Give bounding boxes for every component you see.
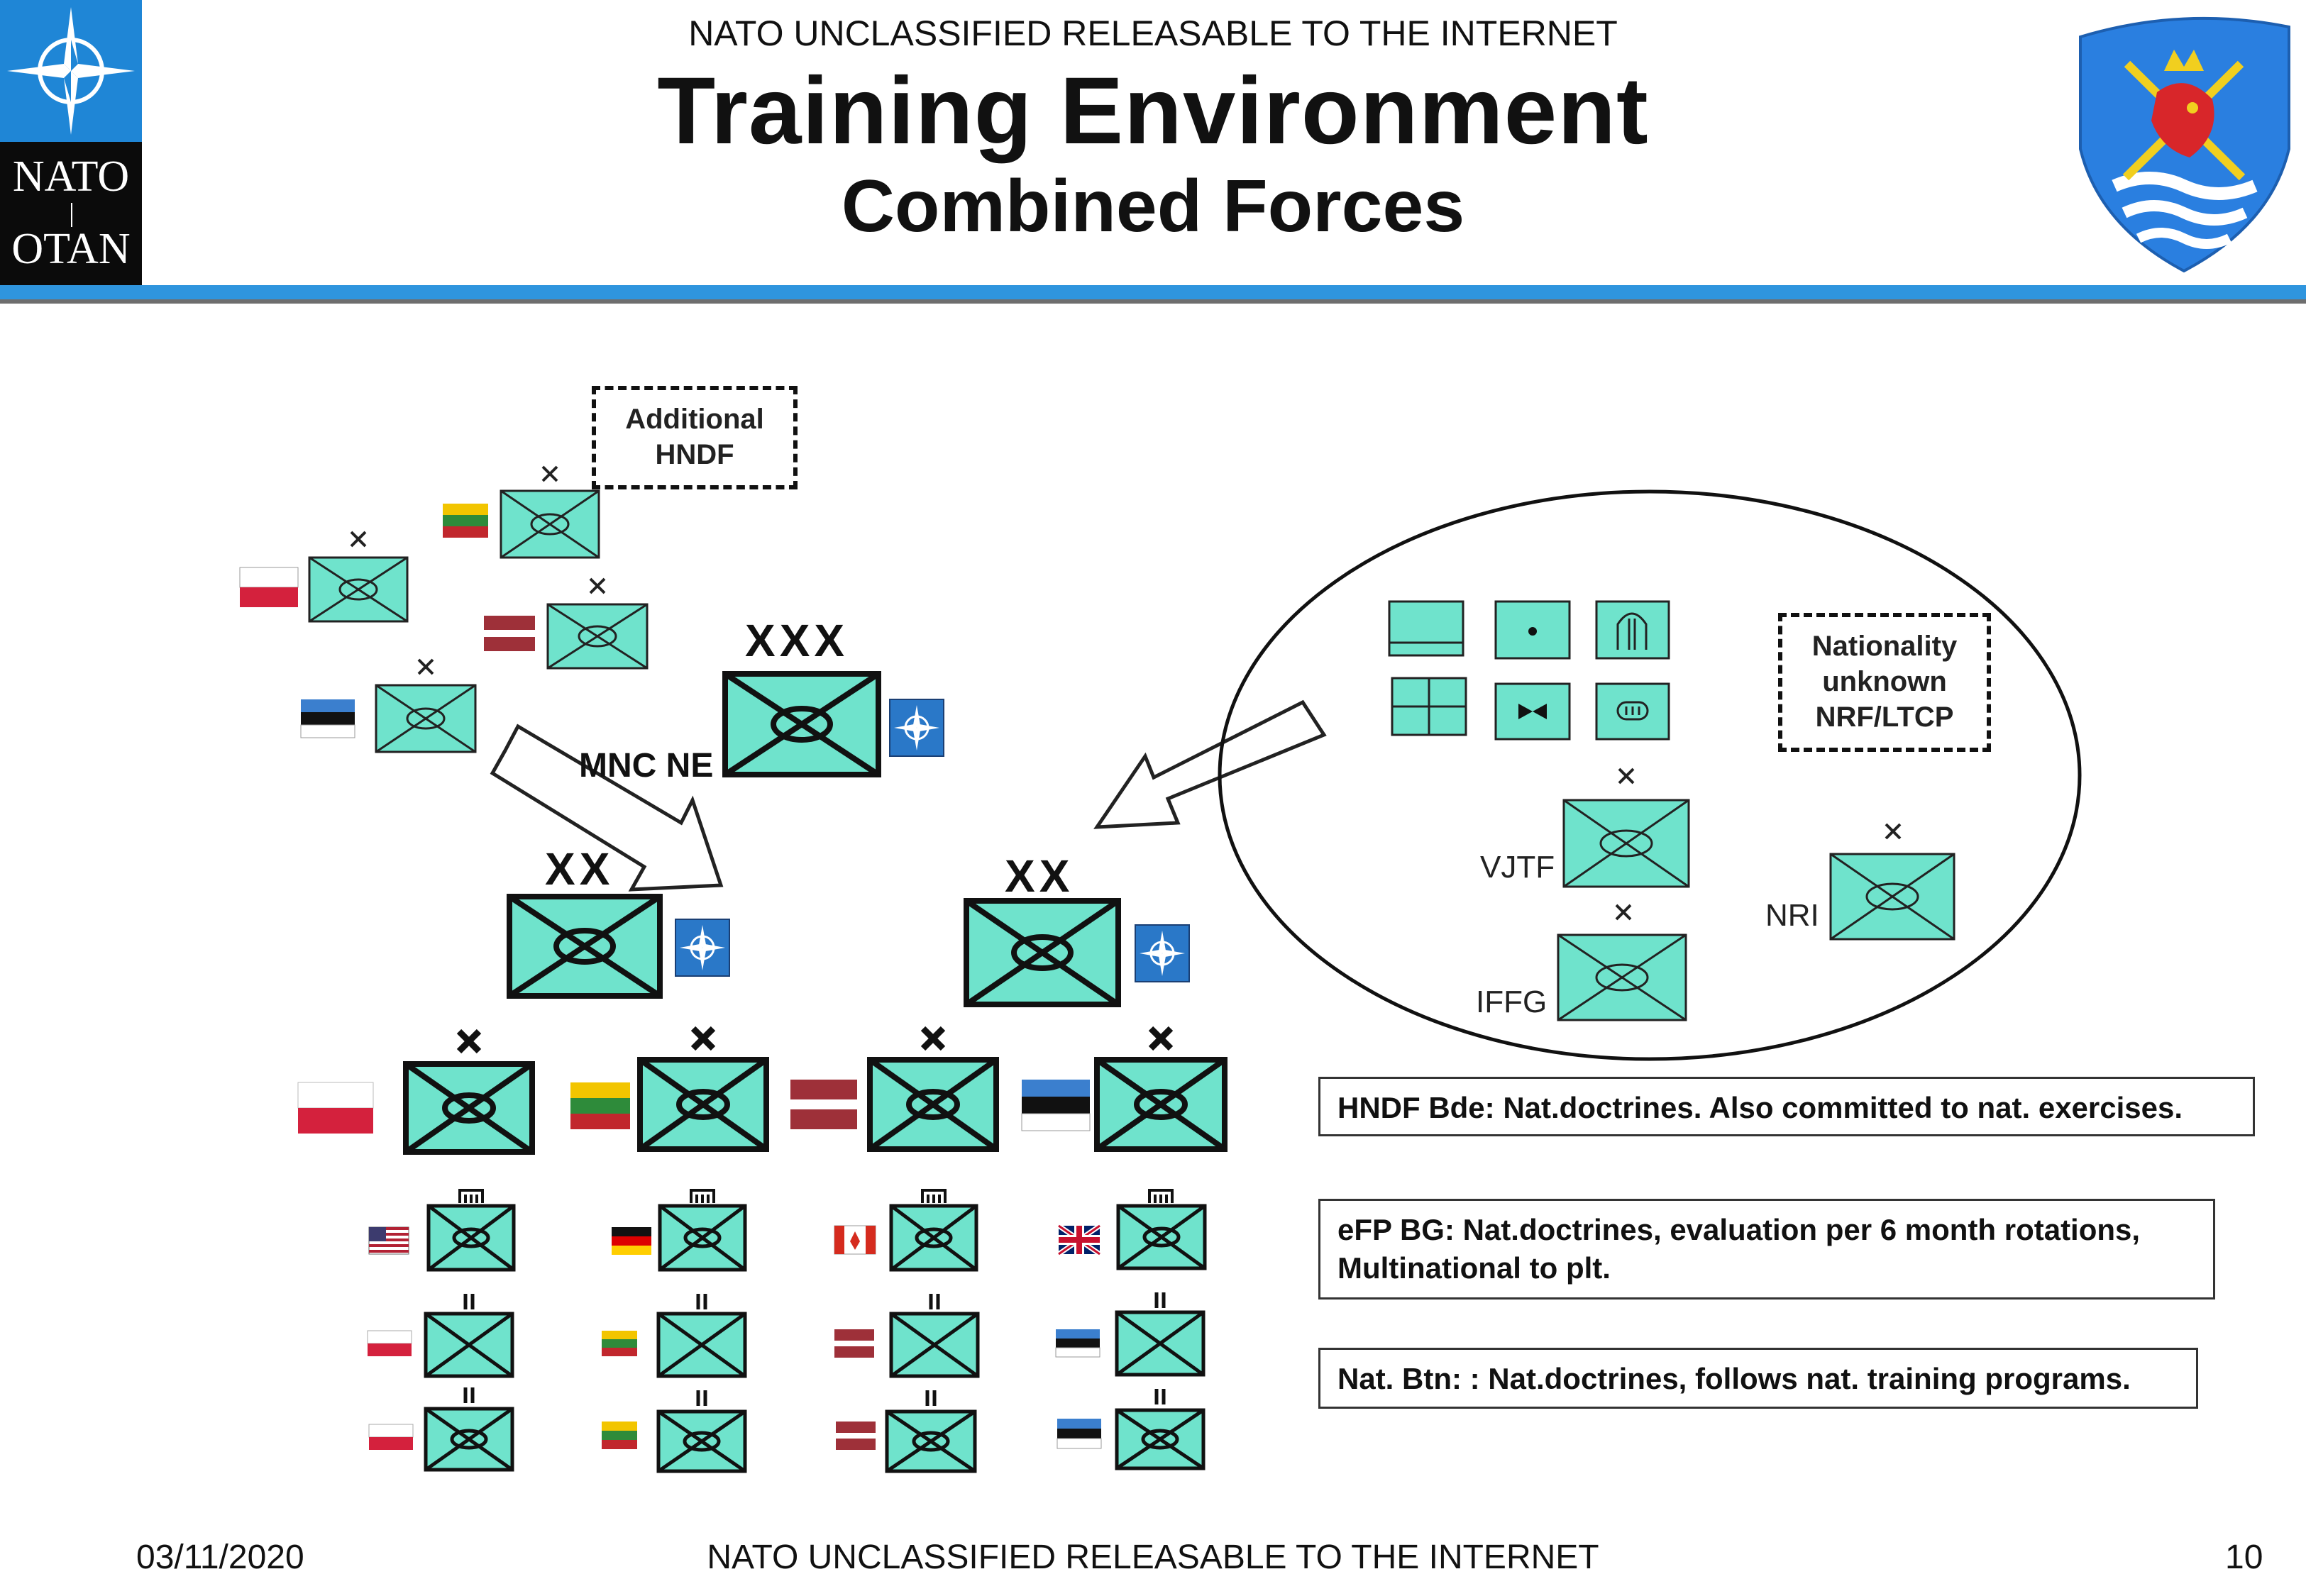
nat-btn-poland-2: [368, 1387, 514, 1472]
header-rule: [0, 285, 2306, 299]
page-subtitle: Combined Forces: [841, 165, 1465, 248]
vjtf-label: VJTF: [1480, 850, 1555, 885]
note-efp-bg: eFP BG: Nat.doctrines, evaluation per 6 …: [1318, 1199, 2215, 1299]
nat-btn-lithuania-2: [602, 1390, 747, 1473]
header-rule-shadow: [0, 299, 2306, 304]
note-hndf-bde: HNDF Bde: Nat.doctrines. Also committed …: [1318, 1077, 2255, 1136]
hndf-brigade-estonia: [300, 658, 477, 753]
efp-bg-germany: [612, 1189, 747, 1272]
additional-hndf-line-2: HNDF: [655, 439, 734, 470]
header-classification: NATO UNCLASSIFIED RELEASABLE TO THE INTE…: [688, 13, 1618, 53]
nato-divider: [71, 203, 72, 227]
division-left: [507, 894, 731, 999]
page-title: Training Environment: [657, 58, 1649, 164]
echelon-division-mark-right: XX: [1005, 850, 1074, 902]
nato-logo: NATO OTAN: [0, 0, 142, 304]
brigade-latvia: [790, 1029, 999, 1152]
nrf-symbol-2: [1494, 600, 1571, 660]
mnc-ne-label: MNC NE: [579, 747, 714, 785]
nat-btn-lithuania-1: [602, 1294, 747, 1378]
footer-date: 03/11/2020: [136, 1539, 304, 1576]
nrf-symbol-1: [1388, 600, 1464, 657]
nato-compass-panel: [0, 0, 142, 142]
brigade-poland: [297, 1031, 535, 1155]
efp-bg-uk: [1057, 1189, 1207, 1270]
note-nat-btn: Nat. Btn: : Nat.doctrines, follows nat. …: [1318, 1348, 2198, 1409]
nri-label: NRI: [1765, 898, 1819, 933]
echelon-corps-mark: XXX: [745, 615, 849, 666]
nrf-symbol-4: [1391, 677, 1467, 736]
note-efp-line-2: Multinational to plt.: [1337, 1251, 1611, 1285]
nrf-ellipse: [1218, 489, 2082, 1061]
note-hndf-text: HNDF Bde: Nat.doctrines. Also committed …: [1337, 1091, 2183, 1124]
nri-brigade: [1829, 823, 1955, 941]
echelon-division-mark-left: XX: [545, 843, 614, 894]
hndf-brigade-poland: [239, 531, 409, 623]
nato-label: NATO: [12, 153, 130, 201]
nationality-line-3: NRF/LTCP: [1815, 702, 1954, 733]
corps-mnc-ne: [722, 671, 945, 777]
additional-hndf-box: Additional HNDF: [592, 386, 798, 489]
hndf-brigade-latvia: [484, 577, 649, 670]
nrf-symbol-3: [1595, 600, 1670, 660]
page-number: 10: [2225, 1539, 2263, 1576]
otan-label: OTAN: [11, 225, 131, 273]
nat-btn-latvia-1: [834, 1294, 980, 1378]
brigade-estonia: [1021, 1029, 1228, 1152]
brigade-lithuania: [570, 1029, 769, 1152]
division-right: [964, 898, 1191, 1007]
footer-classification: NATO UNCLASSIFIED RELEASABLE TO THE INTE…: [707, 1539, 1599, 1576]
efp-bg-canada: [834, 1189, 978, 1272]
nrf-symbol-5: [1494, 682, 1571, 741]
nat-btn-estonia-2: [1057, 1389, 1206, 1470]
additional-hndf-line-1: Additional: [625, 404, 764, 435]
efp-bg-usa: [368, 1189, 516, 1272]
note-efp-line-1: eFP BG: Nat.doctrines, evaluation per 6 …: [1337, 1213, 2141, 1246]
nationality-unknown-box: Nationality unknown NRF/LTCP: [1778, 613, 1991, 752]
nationality-line-1: Nationality: [1811, 631, 1958, 662]
arrow-nrf-to-division: [1093, 699, 1327, 829]
arrow-mnc-to-division: [490, 724, 724, 892]
nat-btn-latvia-2: [836, 1390, 977, 1473]
note-nat-btn-text: Nat. Btn: : Nat.doctrines, follows nat. …: [1337, 1362, 2131, 1395]
iffg-brigade: [1557, 904, 1687, 1021]
iffg-label: IFFG: [1476, 985, 1548, 1019]
nationality-line-2: unknown: [1822, 666, 1947, 697]
nat-btn-poland-1: [367, 1294, 514, 1378]
nrf-symbol-6: [1595, 682, 1670, 741]
nato-compass-icon: [7, 7, 135, 135]
nat-btn-estonia-1: [1055, 1292, 1206, 1377]
hndf-brigade-lithuania: [443, 465, 600, 559]
vjtf-brigade: [1562, 767, 1690, 888]
